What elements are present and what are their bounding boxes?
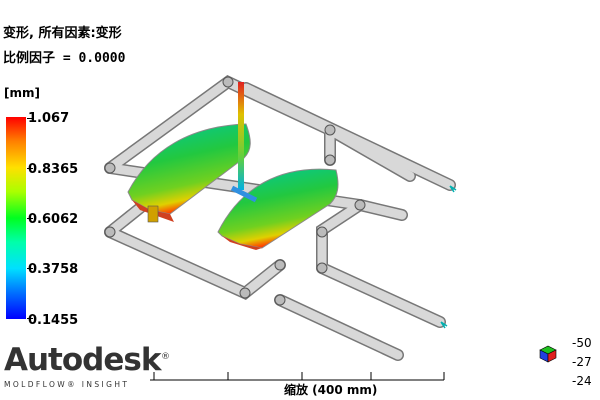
product-name: MOLDFLOW® INSIGHT <box>4 380 130 389</box>
registered-mark: ® <box>161 352 170 362</box>
sprue-runner <box>230 82 258 203</box>
color-scale-bar <box>6 117 26 319</box>
legend-value-max: 1.067 <box>28 111 70 126</box>
autodesk-logo: Autodesk <box>4 342 161 378</box>
result-title: 变形, 所有因素:变形 <box>3 26 122 41</box>
orientation-value-z: -24 <box>572 374 592 388</box>
legend-tick <box>27 218 33 219</box>
orientation-value-y: -27 <box>572 355 592 369</box>
legend-tick <box>27 118 33 119</box>
mold-part-left <box>127 123 251 223</box>
mold-part-right <box>217 168 339 250</box>
legend-tick <box>27 168 33 169</box>
scale-bar <box>150 372 445 381</box>
legend-value-2: 0.8365 <box>28 162 79 177</box>
legend-value-4: 0.3758 <box>28 262 79 277</box>
legend-tick <box>27 268 33 269</box>
orientation-cube-icon[interactable] <box>537 342 559 364</box>
legend-value-min: 0.1455 <box>28 313 79 328</box>
scale-factor-label: 比例因子 = 0.0000 <box>3 51 126 66</box>
scale-bar-label: 缩放 (400 mm) <box>284 383 378 397</box>
coolant-inlet-markers <box>440 185 457 329</box>
legend-unit: [mm] <box>4 86 40 100</box>
legend-value-3: 0.6062 <box>28 212 79 227</box>
legend-tick <box>27 318 33 319</box>
orientation-value-x: -50 <box>572 336 592 350</box>
